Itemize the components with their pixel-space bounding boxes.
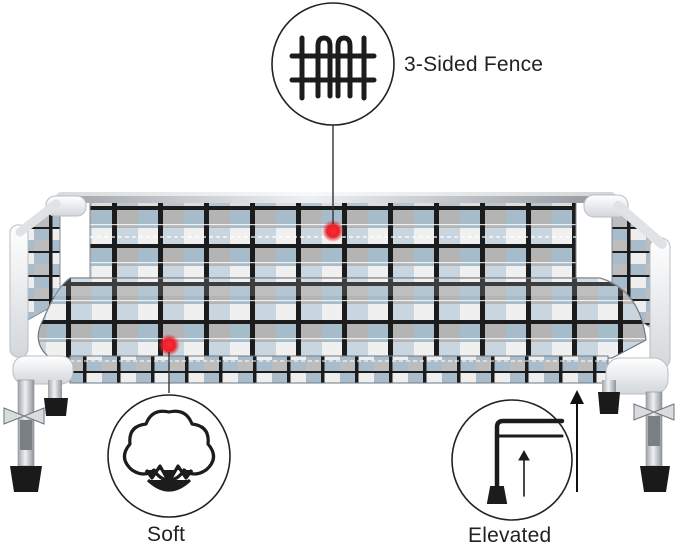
elevated-feature-label: Elevated (468, 524, 552, 547)
left-front-leg (3, 355, 74, 492)
soft-feature-label: Soft (147, 523, 186, 546)
cotton-flower-icon (107, 394, 231, 518)
right-front-leg (605, 357, 675, 492)
fence-feature-label: 3-Sided Fence (404, 53, 544, 76)
elevated-leg-icon (451, 399, 573, 521)
left-back-leg (44, 380, 68, 416)
front-rail (69, 355, 609, 384)
top-rail (56, 192, 616, 203)
soft-marker-dot (158, 334, 180, 356)
left-side-panel (9, 195, 87, 358)
right-back-leg (598, 380, 620, 414)
fence-marker-dot (322, 220, 344, 242)
fence-icon (271, 2, 395, 126)
elevation-arrow (570, 390, 584, 492)
seat-cushion (37, 277, 647, 359)
